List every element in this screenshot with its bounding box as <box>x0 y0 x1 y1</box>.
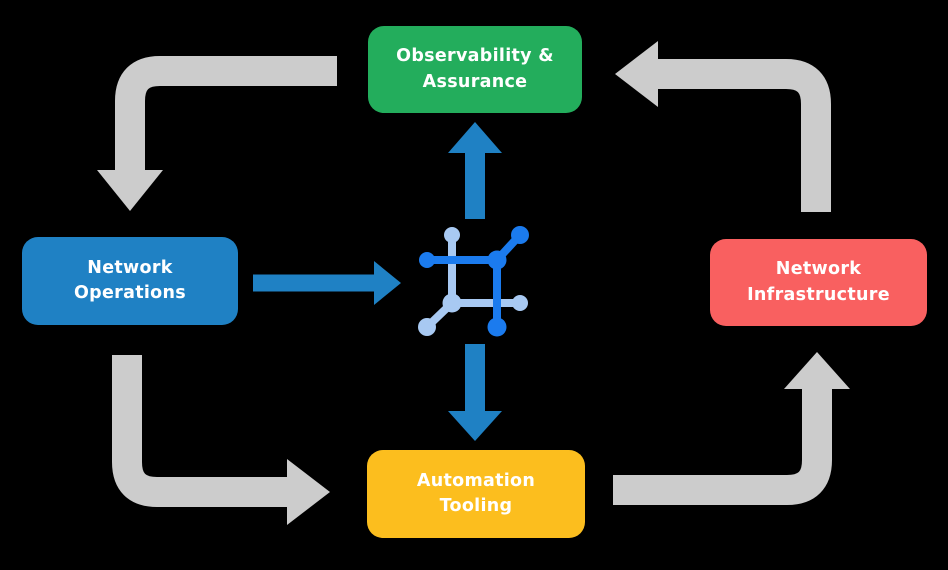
arrow-operations-to-automation <box>112 355 330 525</box>
arrowhead-right-icon <box>287 459 330 525</box>
node-automation-label: Automation Tooling <box>416 470 536 516</box>
arrow-automation-to-infrastructure <box>613 352 850 505</box>
arrowhead-left-icon <box>615 41 658 107</box>
arrow-shaft <box>657 59 831 212</box>
arrow-center-to-automation <box>448 344 502 441</box>
arrowhead-right-icon <box>374 261 401 305</box>
arrowhead-down-icon <box>448 411 502 441</box>
arrow-infrastructure-to-observability <box>615 41 831 212</box>
node-network-infrastructure: Network Infrastructure <box>710 239 927 326</box>
node-observability-label: Observability & Assurance <box>396 46 554 92</box>
node-automation-tooling: Automation Tooling <box>367 450 585 538</box>
network-nodes-icon <box>418 226 529 337</box>
node-operations-label: Network Operations <box>74 257 186 303</box>
arrowhead-down-icon <box>97 170 163 211</box>
arrowhead-up-icon <box>448 122 502 153</box>
arrow-shaft <box>115 56 337 172</box>
arrowhead-up-icon <box>784 352 850 389</box>
arrow-center-to-observability <box>448 122 502 219</box>
node-observability-assurance: Observability & Assurance <box>368 26 582 113</box>
arrow-shaft <box>613 388 832 505</box>
node-network-operations: Network Operations <box>22 237 238 325</box>
node-infrastructure-label: Network Infrastructure <box>747 259 890 305</box>
arrow-observability-to-operations <box>97 56 337 211</box>
arrow-operations-to-center <box>253 261 401 305</box>
arrow-shaft <box>112 355 288 507</box>
